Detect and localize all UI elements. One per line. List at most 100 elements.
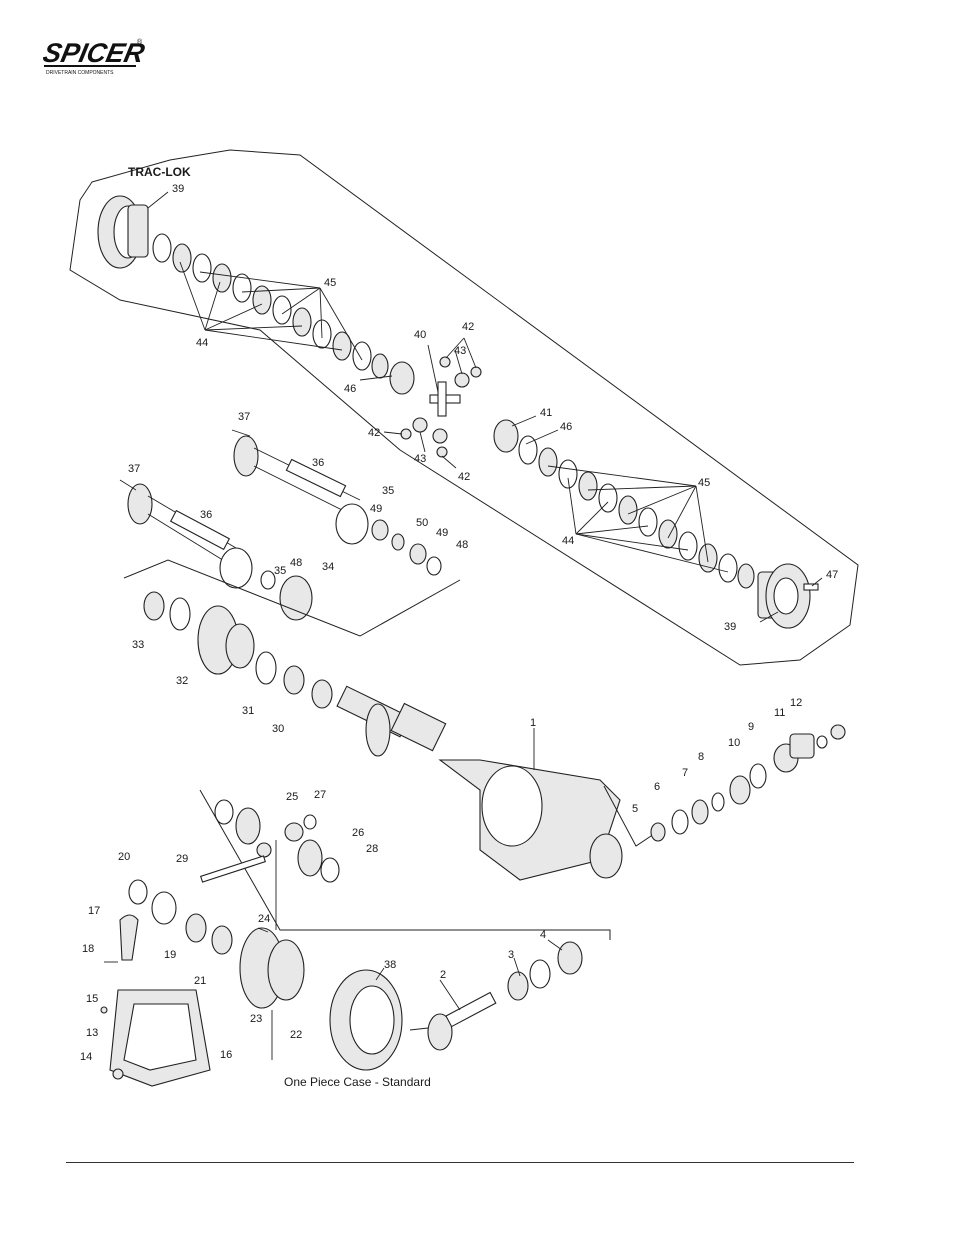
pinion-mate-gear — [455, 373, 469, 387]
deflector — [750, 764, 766, 788]
part-number-label: 39 — [724, 621, 736, 633]
part-number-label: 22 — [290, 1029, 302, 1041]
part-number-label: 28 — [366, 843, 378, 855]
part-number-label: 45 — [324, 277, 336, 289]
bolt — [120, 480, 136, 490]
part-number-label: 49 — [436, 527, 448, 539]
pinion-mate-gear — [285, 823, 303, 841]
bearing-cup — [672, 810, 688, 834]
part-number-label: 45 — [698, 477, 710, 489]
part-number-label: 42 — [462, 321, 474, 333]
shim-pack — [558, 942, 582, 974]
part-number-label: 44 — [196, 337, 208, 349]
part-number-label: 21 — [194, 975, 206, 987]
part-number-label: 15 — [86, 993, 98, 1005]
part-number-label: 1 — [530, 717, 536, 729]
washer — [817, 736, 827, 748]
part-number-label: 46 — [560, 421, 572, 433]
clutch-pack-right — [519, 436, 754, 588]
seal — [427, 557, 441, 575]
pinion-cross-shaft — [430, 382, 460, 416]
thrust-washer — [440, 357, 450, 367]
clutch-pack-left — [153, 234, 388, 378]
part-number-label: 11 — [774, 707, 785, 719]
part-number-label: 43 — [454, 345, 466, 357]
part-number-label: 39 — [172, 183, 184, 195]
fill-plug — [113, 1069, 123, 1079]
part-number-label: 20 — [118, 851, 130, 863]
side-gear-left — [390, 362, 414, 394]
nut — [372, 520, 388, 540]
yoke — [774, 734, 814, 772]
part-number-label: 35 — [274, 565, 286, 577]
bearing-cup — [256, 652, 276, 684]
part-number-label: 48 — [456, 539, 468, 551]
bolt — [804, 584, 818, 590]
seal — [312, 680, 332, 708]
washer — [392, 534, 404, 550]
part-number-label: 26 — [352, 827, 364, 839]
side-gear — [236, 808, 260, 844]
pinion-shaft — [201, 856, 266, 882]
drive-pinion — [428, 992, 496, 1050]
part-number-label: 3 — [508, 949, 514, 961]
case-half-left — [98, 196, 148, 268]
thrust-washer — [471, 367, 481, 377]
part-number-label: 14 — [80, 1051, 92, 1063]
retainer-plate — [336, 504, 368, 544]
part-number-label: 46 — [344, 383, 356, 395]
leader-line — [440, 980, 460, 1010]
thrust-washer — [304, 815, 316, 829]
trac-lok-label: TRAC-LOK — [128, 165, 191, 179]
bearing-cone — [144, 592, 164, 620]
differential-case — [240, 928, 304, 1008]
part-number-label: 34 — [322, 561, 334, 573]
thrust-washer — [401, 429, 411, 439]
part-number-label: 38 — [384, 959, 396, 971]
part-number-label: 13 — [86, 1027, 98, 1039]
part-number-label: 36 — [200, 509, 212, 521]
part-number-label: 47 — [826, 569, 838, 581]
part-number-label: 30 — [272, 723, 284, 735]
thrust-washer — [437, 447, 447, 457]
part-number-label: 35 — [382, 485, 394, 497]
pinion-mate-gear — [433, 429, 447, 443]
trac-lok-boundary — [70, 150, 858, 665]
part-number-label: 43 — [414, 453, 426, 465]
spacer — [651, 823, 665, 841]
bearing-cup — [530, 960, 550, 988]
bearing-cone — [692, 800, 708, 824]
bearing-cup — [152, 892, 176, 924]
part-number-label: 42 — [368, 427, 380, 439]
bearing — [280, 576, 312, 620]
part-number-label: 4 — [540, 929, 546, 941]
diagram-caption: One Piece Case - Standard — [284, 1075, 431, 1089]
part-number-label: 32 — [176, 675, 188, 687]
ring-gear — [330, 970, 402, 1070]
bearing-cone — [186, 914, 206, 942]
part-number-label: 23 — [250, 1013, 262, 1025]
part-number-label: 37 — [128, 463, 140, 475]
bearing-cone — [284, 666, 304, 694]
axle-shaft-lower — [128, 484, 236, 562]
part-number-label: 36 — [312, 457, 324, 469]
part-number-label: 31 — [242, 705, 254, 717]
part-number-label: 41 — [540, 407, 552, 419]
thrust-washer — [321, 858, 339, 882]
part-number-label: 19 — [164, 949, 176, 961]
part-number-label: 48 — [290, 557, 302, 569]
part-number-label: 6 — [654, 781, 660, 793]
bearing-cap — [120, 915, 138, 960]
nut — [410, 544, 426, 564]
part-number-label: 33 — [132, 639, 144, 651]
part-number-label: 50 — [416, 517, 428, 529]
seal — [730, 776, 750, 804]
part-number-label: 9 — [748, 721, 754, 733]
pinion-mate-gear — [413, 418, 427, 432]
part-number-label: 40 — [414, 329, 426, 341]
part-number-label: 42 — [458, 471, 470, 483]
part-number-label: 8 — [698, 751, 704, 763]
part-number-label: 12 — [790, 697, 802, 709]
pinion-mate-gear — [257, 843, 271, 857]
